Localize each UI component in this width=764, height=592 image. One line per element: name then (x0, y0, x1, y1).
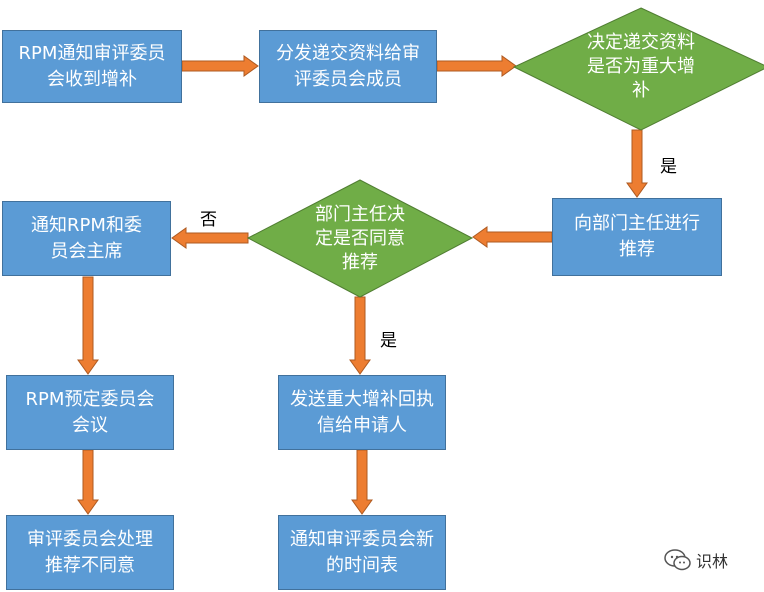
node-committee-handle-text: 审评委员会处理推荐不同意 (27, 528, 153, 576)
node-distribute: 分发递交资料给审评委员会成员 (259, 30, 437, 103)
node-rpm-receive: RPM通知审评委员会收到增补 (2, 30, 182, 103)
decision-major-text: 决定递交资料是否为重大增补 (580, 30, 702, 104)
node-recommend-dept: 向部门主任进行推荐 (552, 198, 722, 276)
arrow-recommend-to-dept (472, 226, 553, 248)
node-committee-handle: 审评委员会处理推荐不同意 (6, 515, 174, 590)
edge-label-yes-major: 是 (660, 157, 677, 177)
decision-major-label: 决定递交资料是否为重大增补 (587, 32, 695, 101)
node-notify-schedule: 通知审评委员会新的时间表 (278, 515, 446, 590)
arrows (77, 55, 648, 515)
node-recommend-dept-text: 向部门主任进行推荐 (574, 213, 700, 260)
decision-dept-text: 部门主任决定是否同意推荐 (310, 203, 410, 275)
decision-major-diamond (512, 7, 764, 131)
node-rpm-schedule-text: RPM预定委员会会议 (25, 388, 155, 436)
wechat-icon (664, 549, 691, 571)
arrow-notify-to-schedule (77, 276, 99, 375)
watermark: 识林 (664, 548, 728, 572)
decision-dept-label: 部门主任决定是否同意推荐 (315, 204, 405, 273)
node-notify-rpm: 通知RPM和委员会主席 (2, 201, 171, 276)
arrow-dept-to-notify (171, 227, 249, 249)
edge-label-yes-dept: 是 (380, 331, 397, 351)
arrow-schedule-to-handle (77, 449, 99, 515)
arrow-dept-to-send (349, 296, 371, 375)
node-distribute-text: 分发递交资料给审评委员会成员 (276, 42, 420, 90)
node-notify-rpm-text: 通知RPM和委员会主席 (31, 214, 142, 262)
node-rpm-schedule: RPM预定委员会会议 (6, 375, 174, 450)
decision-dept-diamond (246, 179, 474, 298)
arrow-send-to-notify (351, 449, 373, 515)
node-send-receipt: 发送重大增补回执信给申请人 (278, 375, 446, 450)
node-notify-schedule-text: 通知审评委员会新的时间表 (290, 528, 434, 576)
node-rpm-receive-text: RPM通知审评委员会收到增补 (18, 42, 166, 90)
edge-label-no: 否 (200, 210, 217, 230)
arrow-distribute-to-decision (436, 55, 517, 77)
watermark-text: 识林 (696, 552, 729, 571)
node-send-receipt-text: 发送重大增补回执信给申请人 (290, 388, 434, 436)
arrow-receive-to-distribute (181, 55, 259, 77)
arrow-decision-to-recommend (626, 129, 648, 198)
